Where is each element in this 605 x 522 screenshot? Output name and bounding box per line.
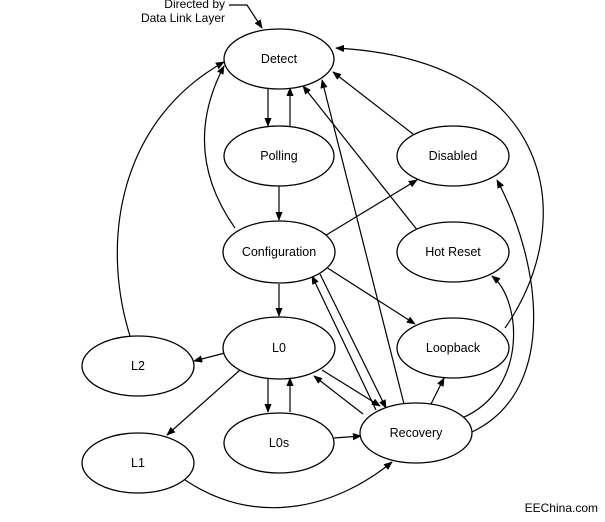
entry-note-line-2: Data Link Layer [141, 11, 225, 25]
state-detect-label: Detect [261, 52, 298, 66]
transitions [116, 4, 544, 509]
state-l0: L0 [222, 316, 336, 380]
state-disabled: Disabled [396, 125, 510, 187]
state-configuration-label: Configuration [242, 245, 316, 259]
state-recovery-label: Recovery [390, 426, 444, 440]
state-hot-reset-label: Hot Reset [425, 245, 481, 259]
edge-configuration-to-detect [203, 65, 236, 229]
state-l0s-label: L0s [269, 436, 289, 450]
edge-configuration-to-disabled [322, 179, 418, 238]
edge-l0-to-l1 [166, 369, 241, 436]
edge-l1-to-recovery [184, 461, 393, 509]
state-loopback-label: Loopback [426, 341, 481, 355]
entry-note: Directed by Data Link Layer [141, 0, 225, 25]
edge-recovery-to-hotreset [461, 275, 515, 419]
edge-entry-to-detect [229, 4, 263, 29]
edge-hotreset-to-detect [302, 85, 419, 232]
state-polling-label: Polling [260, 149, 298, 163]
edge-recovery-to-configuration [311, 275, 377, 411]
state-configuration: Configuration [222, 220, 336, 284]
state-disabled-label: Disabled [429, 149, 478, 163]
edge-recovery-to-detect [320, 79, 405, 405]
edge-configuration-to-loopback [325, 266, 416, 325]
state-l2: L2 [81, 335, 195, 397]
entry-note-line-1: Directed by [164, 0, 225, 11]
state-loopback: Loopback [396, 317, 510, 379]
edge-l0-to-recovery [321, 369, 381, 407]
state-l2-label: L2 [131, 359, 145, 373]
edge-configuration-to-recovery [319, 273, 387, 409]
state-l1-label: L1 [131, 456, 145, 470]
state-polling: Polling [223, 125, 335, 187]
watermark: EEChina.com [525, 501, 598, 515]
edge-recovery-to-l0 [313, 375, 364, 415]
edge-l0-to-l2 [193, 352, 226, 363]
edge-loopback-to-detect [335, 44, 544, 329]
state-l0-label: L0 [272, 341, 286, 355]
state-hot-reset: Hot Reset [396, 221, 510, 283]
state-l0s: L0s [223, 412, 335, 474]
state-recovery: Recovery [359, 402, 473, 464]
edge-recovery-to-disabled [471, 179, 535, 433]
edge-l2-to-detect [116, 61, 225, 337]
state-detect: Detect [223, 28, 335, 90]
edge-disabled-to-detect [332, 71, 414, 135]
edge-recovery-to-loopback [430, 377, 445, 405]
edge-l0s-to-recovery [333, 433, 362, 441]
state-l1: L1 [81, 432, 195, 494]
